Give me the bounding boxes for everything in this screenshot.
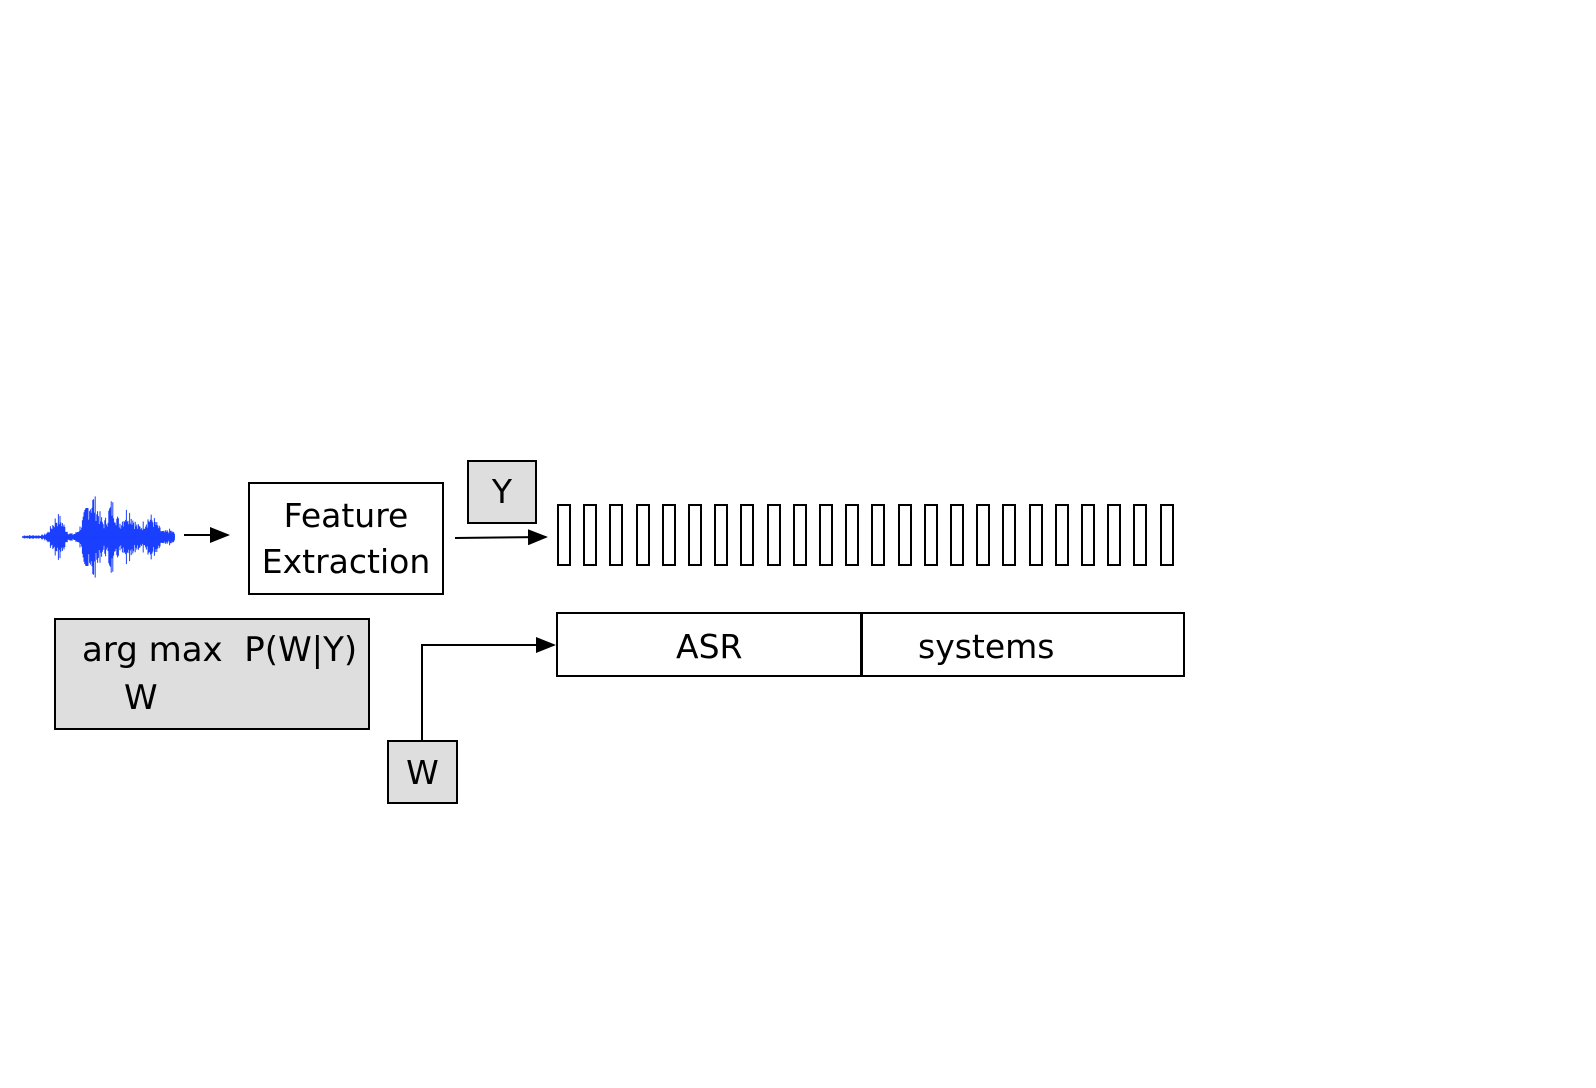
feature-frame [1002,504,1016,566]
feature-frame [898,504,912,566]
feature-frame [636,504,650,566]
word-sequence-bar: ASR systems [556,612,1185,677]
feature-frame [1160,504,1174,566]
feature-frame [845,504,859,566]
feature-extraction-box: Feature Extraction [248,482,444,595]
feature-frame [871,504,885,566]
waveform-icon [22,496,175,578]
feature-frame [688,504,702,566]
feature-frame [793,504,807,566]
feature-frame [557,504,571,566]
argmax-formula: arg max P(W|Y) [82,630,358,670]
y-variable-box: Y [467,460,537,524]
feature-frame [1055,504,1069,566]
feature-frame [1029,504,1043,566]
feature-label-line2: Extraction [261,542,431,581]
feature-frame [1133,504,1147,566]
feature-frame [819,504,833,566]
feature-frame [714,504,728,566]
arrow-feature-to-frames [454,529,548,546]
feature-frame [1081,504,1095,566]
arrow-w-to-asr [421,637,556,740]
feature-frame [609,504,623,566]
feature-frame [662,504,676,566]
feature-frame [1107,504,1121,566]
feature-frame [740,504,754,566]
feature-frame [950,504,964,566]
feature-frame [767,504,781,566]
feature-frame [976,504,990,566]
word-asr: ASR [676,627,743,666]
feature-frames [557,504,1181,568]
word-systems: systems [918,627,1055,666]
w-variable-box: W [387,740,458,804]
feature-frame [583,504,597,566]
argmax-subscript: W [124,678,158,718]
word-divider [860,614,863,675]
argmax-equation-box: arg max P(W|Y) W [54,618,370,730]
feature-frame [924,504,938,566]
feature-label-line1: Feature [283,496,409,535]
